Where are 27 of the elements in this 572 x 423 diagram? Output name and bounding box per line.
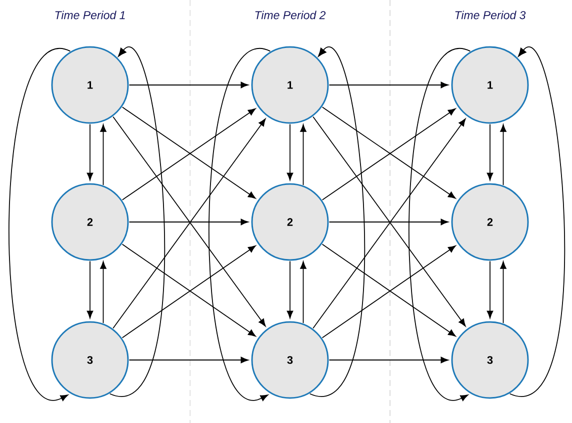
arrow — [286, 124, 294, 180]
arrow — [286, 260, 294, 318]
arrow — [309, 48, 365, 396]
arrow — [86, 260, 94, 318]
arrow — [300, 124, 306, 186]
arrow — [408, 50, 471, 401]
arrow — [128, 82, 248, 88]
arrow — [500, 124, 506, 186]
arrow — [328, 218, 448, 226]
arrow — [100, 124, 106, 186]
arrow — [509, 48, 565, 396]
arrow — [300, 261, 306, 324]
arrow — [109, 48, 165, 396]
column-heading: Time Period 2 — [255, 10, 326, 20]
arrow — [328, 356, 448, 364]
arrow — [100, 261, 106, 324]
arrow — [128, 356, 248, 364]
arrow — [128, 218, 248, 226]
arrow — [86, 124, 94, 180]
arrow — [500, 261, 506, 324]
arrow — [328, 82, 448, 88]
column-heading: Time Period 3 — [455, 10, 526, 20]
arrow — [8, 50, 71, 401]
arrow — [208, 50, 271, 401]
arrow — [486, 124, 494, 180]
column-heading: Time Period 1 — [55, 10, 125, 20]
arrow — [486, 260, 494, 318]
